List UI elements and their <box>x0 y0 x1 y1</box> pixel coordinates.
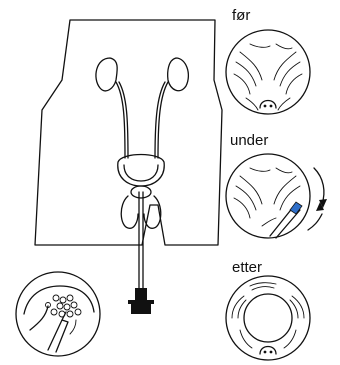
resectoscope <box>128 192 154 314</box>
stone-fragments <box>46 295 82 317</box>
prostate-before-circle <box>226 30 310 114</box>
bladder <box>118 155 164 187</box>
label-during: under <box>230 132 268 149</box>
genitals <box>121 196 161 228</box>
ureters <box>116 82 168 158</box>
label-after: etter <box>232 259 262 276</box>
prostate <box>131 186 151 198</box>
bladder-zoom-circle <box>16 272 100 356</box>
prostate-during-circle <box>226 154 327 238</box>
prostate-after-circle <box>226 276 310 360</box>
torso-outline <box>35 20 222 245</box>
label-before: før <box>232 7 250 24</box>
kidneys <box>96 58 188 91</box>
resection-loop <box>262 202 302 238</box>
